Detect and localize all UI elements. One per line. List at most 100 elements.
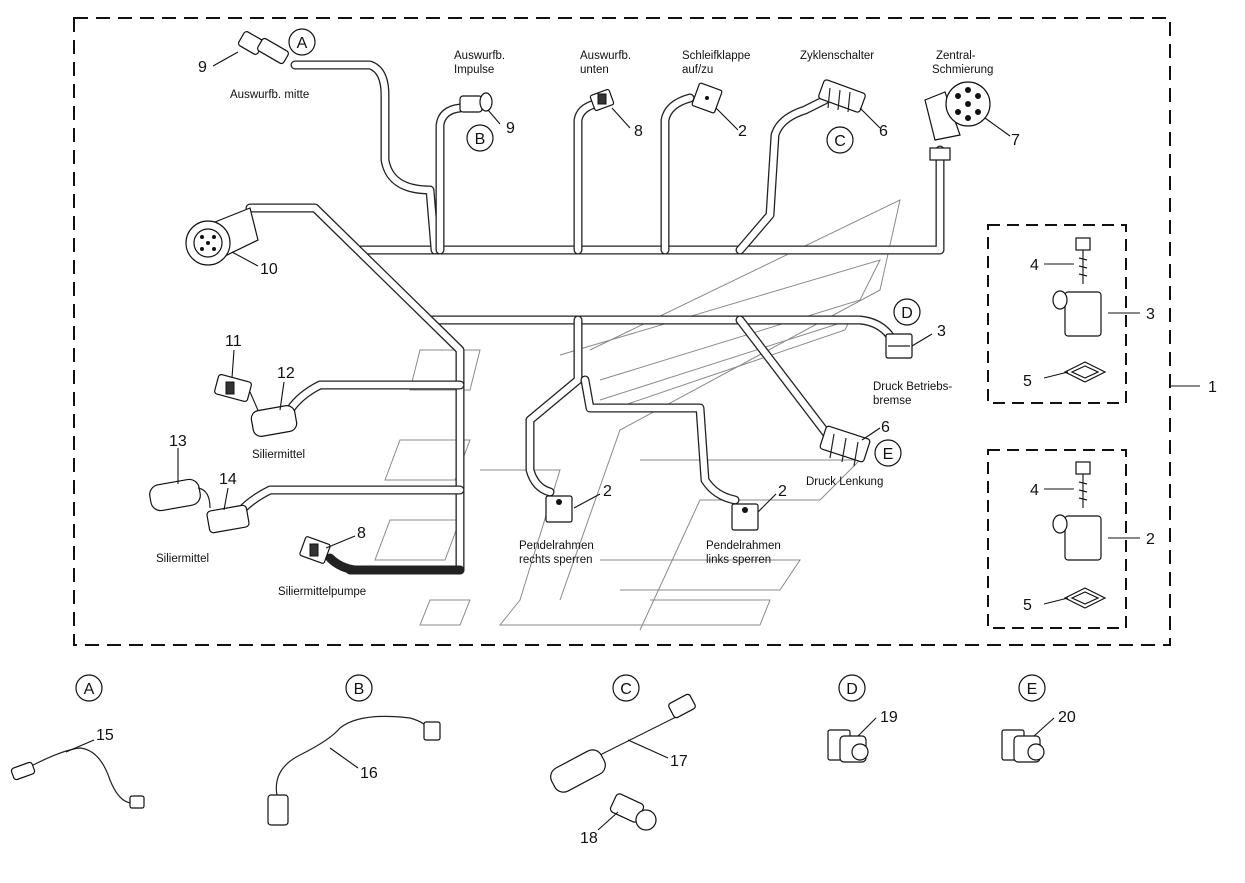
sub-kit-parts-bottom: [1052, 461, 1107, 609]
part-number: 8: [634, 123, 643, 140]
connector-6-druck-lenkung: [819, 425, 871, 467]
connector-8-siliermittelpumpe: [299, 536, 331, 564]
part-number: 4: [1030, 482, 1039, 499]
callout-A-bottom: A: [75, 674, 103, 702]
callout-B-top: B: [466, 124, 494, 152]
svg-text:D: D: [901, 305, 913, 322]
callout-E-bottom: E: [1018, 674, 1046, 702]
part-number: 2: [778, 483, 787, 500]
label-auswurf-mitte: Auswurfb. mitte: [230, 89, 309, 101]
label-pendel-rechts-line1: Pendelrahmen: [519, 540, 594, 552]
label-pendel-rechts-line2: rechts sperren: [519, 554, 593, 566]
label-druck-lenkung: Druck Lenkung: [806, 476, 883, 488]
connector-2-schleifklappe: [691, 82, 723, 114]
connector-6-zyklenschalter: [818, 79, 866, 113]
part-number: 16: [360, 765, 378, 782]
part-number: 3: [1146, 306, 1155, 323]
part-number: 6: [881, 419, 890, 436]
svg-text:B: B: [475, 131, 486, 148]
svg-text:E: E: [883, 446, 894, 463]
part-number: 13: [169, 433, 187, 450]
svg-text:A: A: [297, 35, 308, 52]
label-zentral-line1: Zentral-: [936, 50, 976, 62]
connector-2-pendelrahmen-rechts: [545, 495, 573, 523]
callout-E-top: E: [874, 439, 902, 467]
label-siliermittel-a: Siliermittel: [252, 449, 305, 461]
detail-connector-19: [827, 729, 869, 763]
svg-text:E: E: [1027, 681, 1038, 698]
label-siliermittel-b: Siliermittel: [156, 553, 209, 565]
connector-11-siliermittel: [214, 374, 252, 402]
label-druck-betriebs-line2: bremse: [873, 395, 911, 407]
label-pendel-links-line2: links sperren: [706, 554, 771, 566]
part-number: 12: [277, 365, 295, 382]
callout-B-bottom: B: [345, 674, 373, 702]
part-number: 5: [1023, 373, 1032, 390]
label-schleifklappe-line2: auf/zu: [682, 64, 713, 76]
part-number: 11: [225, 333, 242, 350]
label-druck-betriebs-line1: Druck Betriebs-: [873, 381, 952, 393]
part-number: 2: [1146, 531, 1155, 548]
part-number: 17: [670, 753, 688, 770]
sub-kit-box-bottom: [987, 449, 1127, 629]
part-number: 3: [937, 323, 946, 340]
connector-13-siliermittel: [149, 478, 211, 512]
label-zentral-line2: Schmierung: [932, 64, 993, 76]
detail-cable-17: [550, 693, 696, 793]
part-number: 14: [219, 471, 237, 488]
label-auswurf-impulse-line2: Impulse: [454, 64, 494, 76]
assembly-frame: [73, 17, 1171, 646]
callout-C-bottom: C: [612, 674, 640, 702]
part-number: 19: [880, 709, 898, 726]
part-number: 9: [506, 120, 515, 137]
detail-connector-20: [1001, 729, 1045, 763]
part-number: 9: [198, 59, 207, 76]
connector-2-pendelrahmen-links: [731, 503, 759, 531]
connector-9-auswurf-mitte: [237, 31, 289, 65]
label-auswurf-impulse-line1: Auswurfb.: [454, 50, 505, 62]
part-number: 2: [603, 483, 612, 500]
part-number: 15: [96, 727, 114, 744]
svg-text:C: C: [620, 681, 632, 698]
part-number: 2: [738, 123, 747, 140]
connector-8-auswurf-unten: [589, 89, 615, 111]
connector-3-druck-betriebsbremse: [885, 333, 913, 359]
sub-kit-box-top: [987, 224, 1127, 404]
detail-cable-16: [267, 715, 441, 826]
callout-A-top: A: [288, 28, 316, 56]
connector-14-siliermittel: [206, 504, 250, 534]
part-number: 20: [1058, 709, 1076, 726]
callout-D-bottom: D: [838, 674, 866, 702]
connector-10-main-plug: [185, 207, 259, 266]
part-number: 18: [580, 830, 598, 847]
callout-C-top: C: [826, 126, 854, 154]
label-zyklenschalter: Zyklenschalter: [800, 50, 874, 62]
connector-12-siliermittel: [249, 391, 298, 437]
part-number: 1: [1208, 379, 1217, 396]
label-siliermittelpumpe: Siliermittelpumpe: [278, 586, 366, 598]
svg-text:B: B: [354, 681, 365, 698]
connector-9-auswurf-impulse: [459, 92, 493, 113]
label-auswurf-unten-line1: Auswurfb.: [580, 50, 631, 62]
svg-text:D: D: [846, 681, 858, 698]
part-number: 10: [260, 261, 278, 278]
connector-7-zentralschmierung: [924, 81, 991, 161]
part-number: 4: [1030, 257, 1039, 274]
leader-lines: [65, 51, 1140, 831]
label-auswurf-unten-line2: unten: [580, 64, 609, 76]
part-number: 7: [1011, 132, 1020, 149]
part-numbers: 9 9 8 2 6 7 10 3 11 12 13 14 8 2 2 6 4 3…: [96, 59, 1217, 847]
detail-plug-18: [609, 793, 657, 831]
text-labels: Auswurfb. mitte Auswurfb. Impulse Auswur…: [156, 50, 993, 598]
detail-cable-15: [10, 747, 145, 809]
part-number: 6: [879, 123, 888, 140]
label-pendel-links-line1: Pendelrahmen: [706, 540, 781, 552]
svg-text:A: A: [84, 681, 95, 698]
part-number: 8: [357, 525, 366, 542]
part-number: 5: [1023, 597, 1032, 614]
callout-D-top: D: [893, 298, 921, 326]
sub-kit-parts-top: [1052, 237, 1107, 383]
label-schleifklappe-line1: Schleifklappe: [682, 50, 750, 62]
svg-text:C: C: [834, 133, 846, 150]
